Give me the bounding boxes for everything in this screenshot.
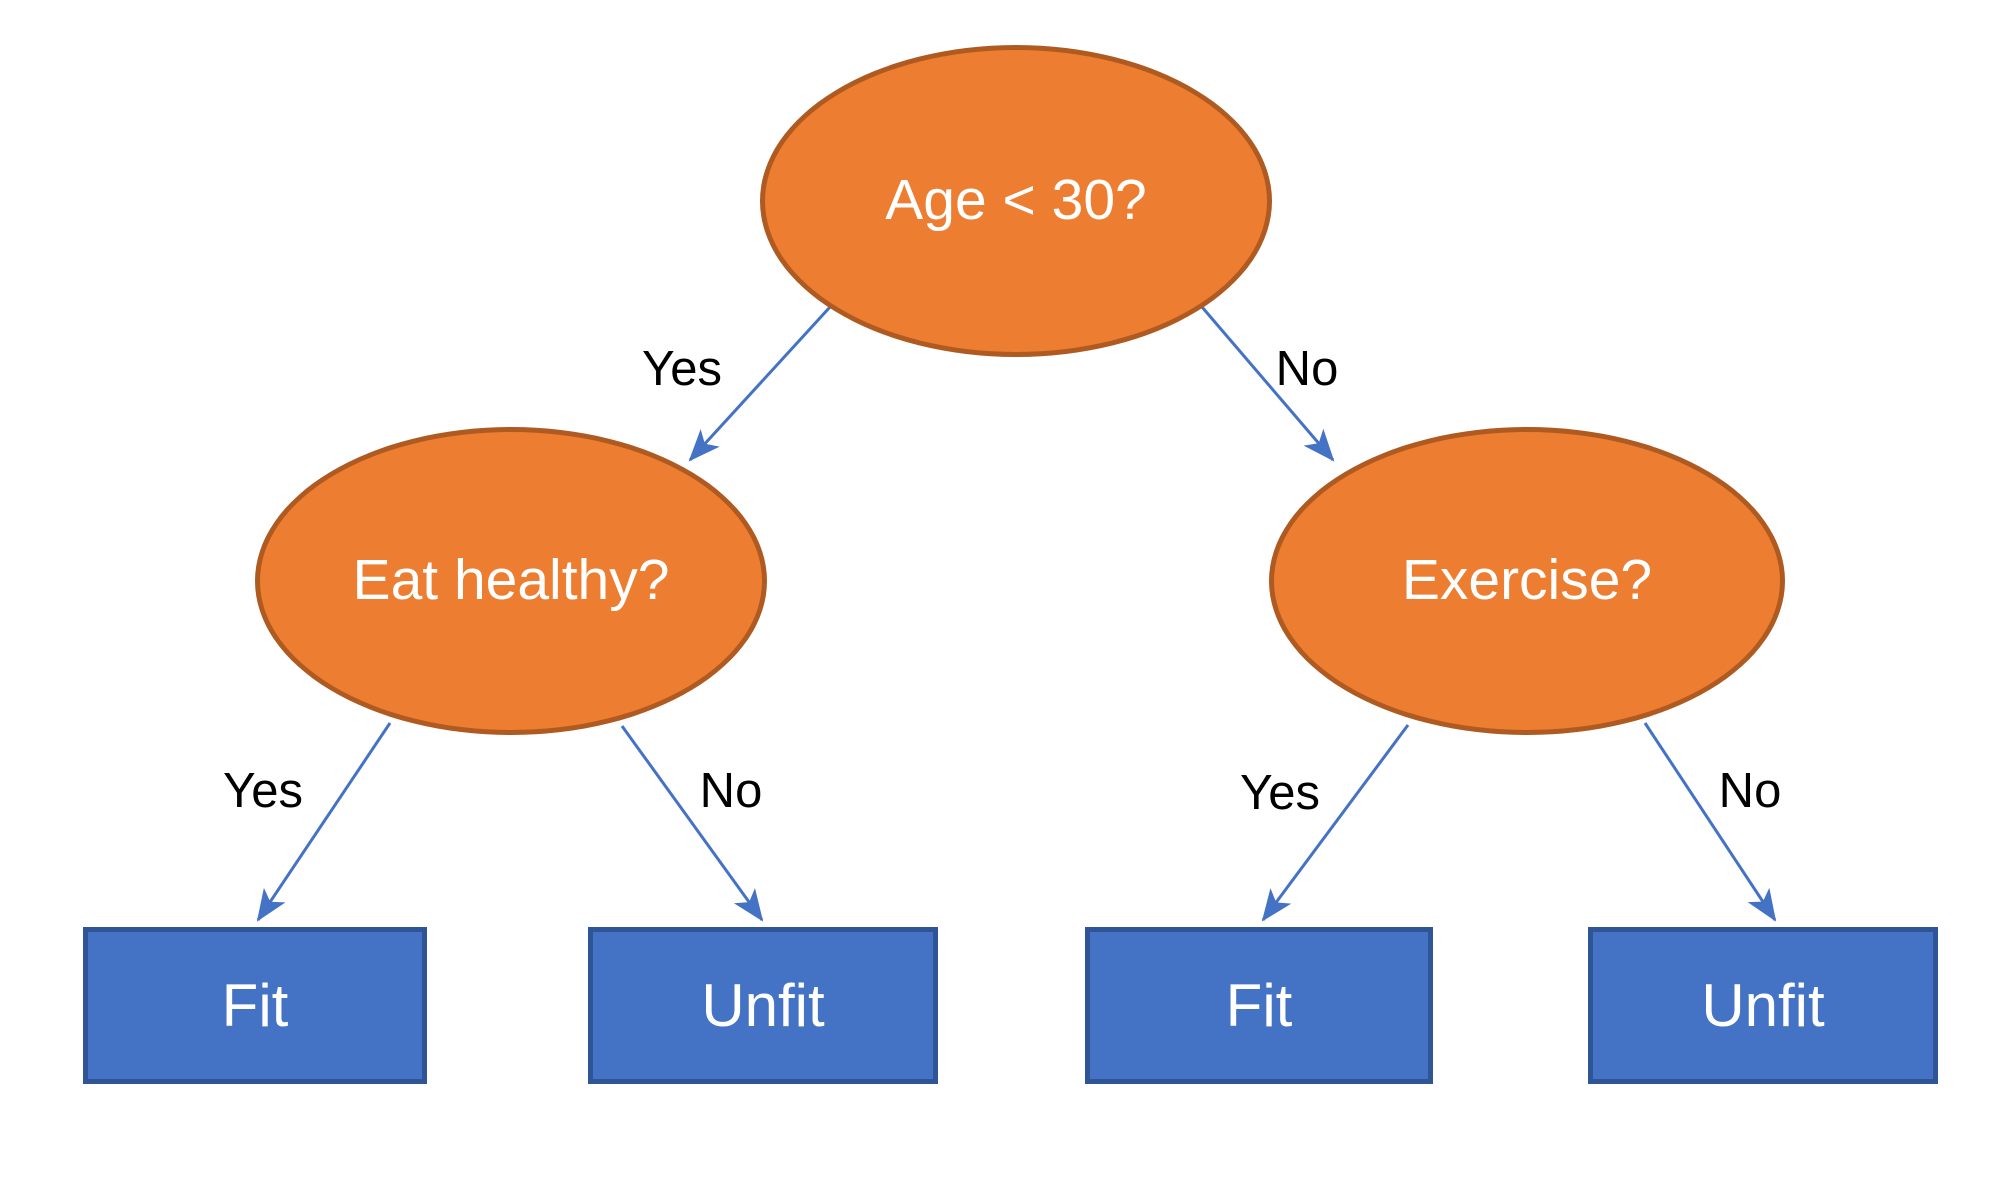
node-unfit-right-label: Unfit [1701, 972, 1825, 1039]
node-unfit-left-label: Unfit [701, 972, 825, 1039]
edge-label-exercise-no: No [1718, 764, 1782, 818]
edge-exercise-yes-arrow [1261, 724, 1410, 922]
node-age-label: Age < 30? [885, 168, 1147, 233]
node-age-ellipse: Age < 30? [760, 45, 1272, 357]
node-unfit-left-box: Unfit [588, 927, 938, 1084]
node-exercise-ellipse: Exercise? [1269, 427, 1785, 735]
edge-label-age-yes: Yes [642, 342, 722, 396]
edge-age-yes-arrow [688, 305, 832, 462]
node-fit-left-box: Fit [83, 927, 427, 1084]
edge-exercise-no-arrow [1643, 722, 1777, 922]
node-exercise-label: Exercise? [1401, 548, 1653, 613]
node-eat-healthy-ellipse: Eat healthy? [255, 427, 767, 735]
edge-label-eathealthy-yes: Yes [223, 764, 303, 818]
edge-label-age-no: No [1275, 342, 1339, 396]
node-eat-healthy-label: Eat healthy? [352, 548, 670, 613]
node-unfit-right-box: Unfit [1588, 927, 1938, 1084]
node-fit-right-box: Fit [1085, 927, 1433, 1084]
edge-label-exercise-yes: Yes [1240, 766, 1320, 820]
edge-eathealthy-no-arrow [620, 725, 764, 922]
edge-eathealthy-yes-arrow [256, 722, 392, 922]
edge-label-eathealthy-no: No [699, 764, 763, 818]
edge-age-no-arrow [1200, 306, 1335, 462]
node-fit-right-label: Fit [1225, 972, 1293, 1039]
node-fit-left-label: Fit [221, 972, 289, 1039]
